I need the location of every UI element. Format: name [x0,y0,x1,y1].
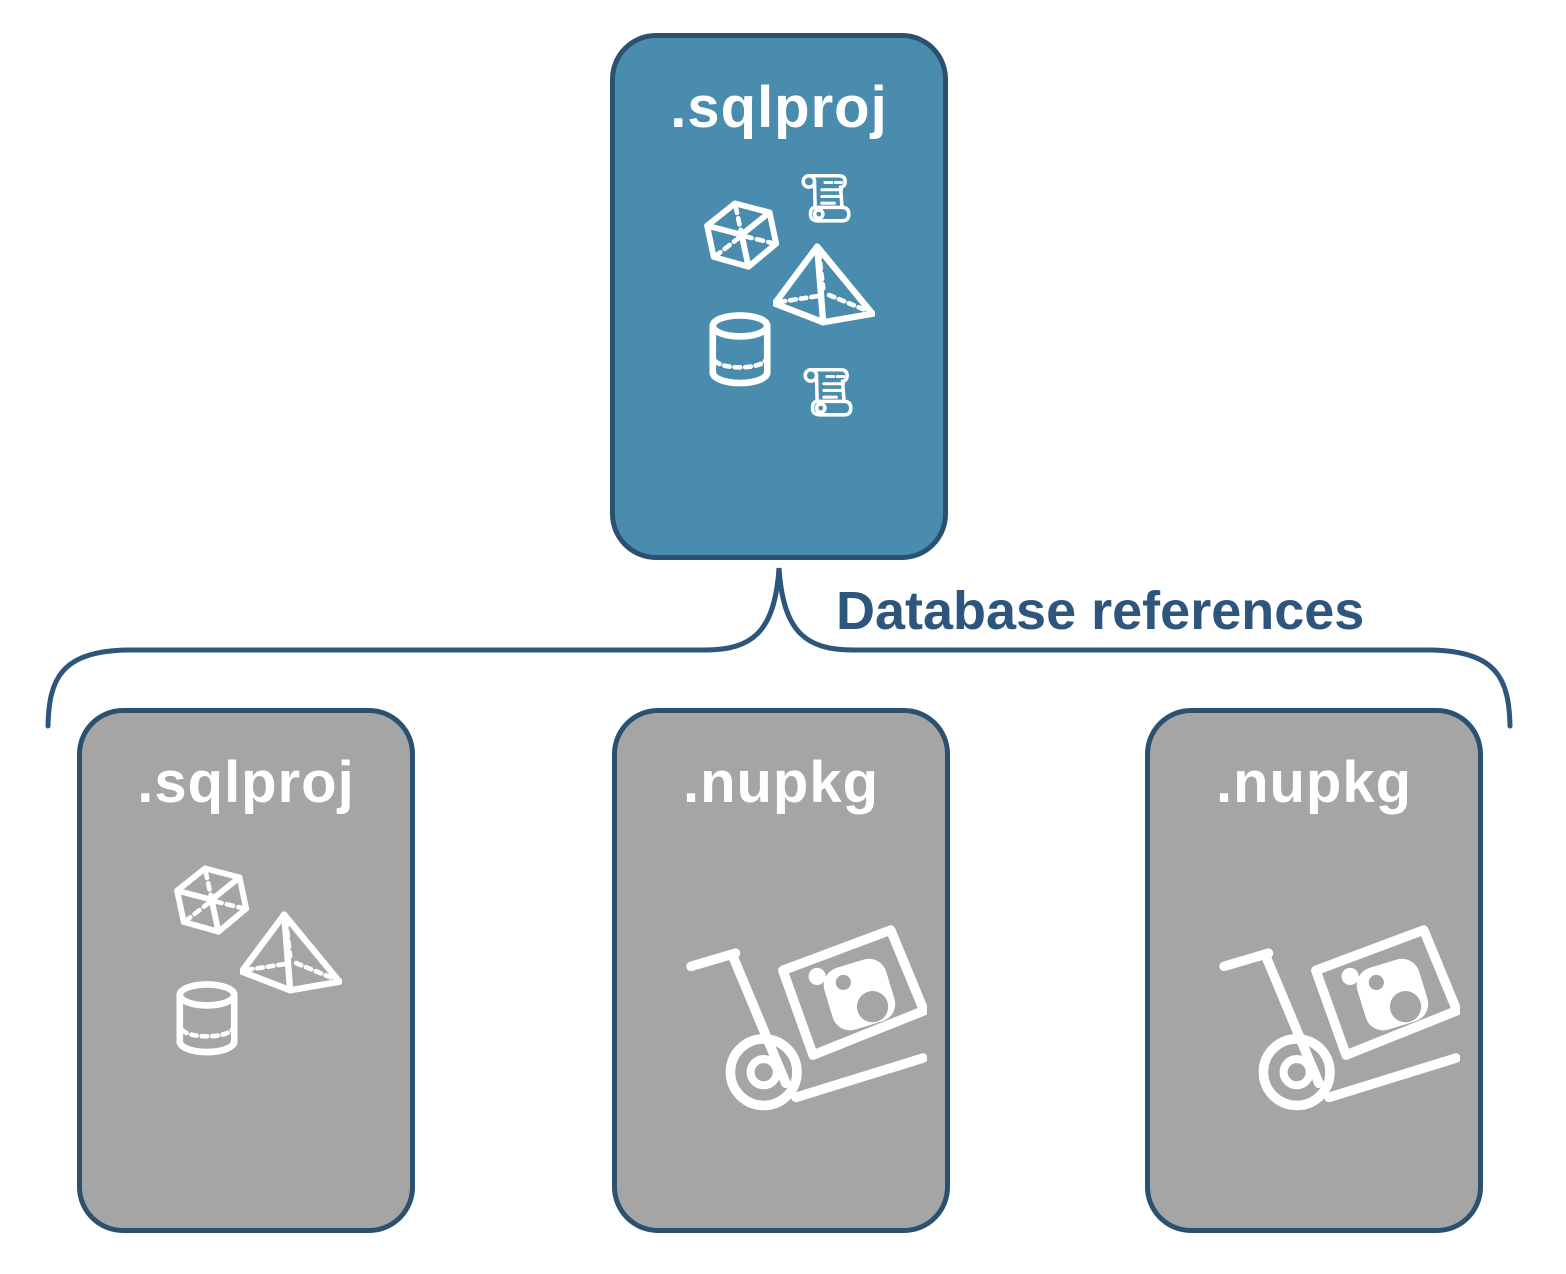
nuget-package-dolly-icon [675,863,927,1111]
nuget-package-dolly-icon [1208,863,1460,1111]
pyramid-icon [240,909,342,1001]
node-child-label: .nupkg [1215,750,1413,815]
script-scroll-icon [798,362,858,420]
node-child-label: .nupkg [682,750,880,815]
node-child-nupkg-2: .nupkg [1145,708,1483,1233]
script-scroll-icon [796,168,856,226]
cylinder-icon [172,979,242,1059]
node-root-label: .sqlproj [670,75,888,140]
pyramid-icon [773,241,875,333]
node-child-sqlproj: .sqlproj [77,708,415,1233]
connector-label: Database references [836,581,1365,641]
cylinder-icon [705,310,775,390]
node-child-nupkg-1: .nupkg [612,708,950,1233]
node-child-label: .sqlproj [137,750,355,815]
node-root-sqlproj: .sqlproj [610,33,948,560]
